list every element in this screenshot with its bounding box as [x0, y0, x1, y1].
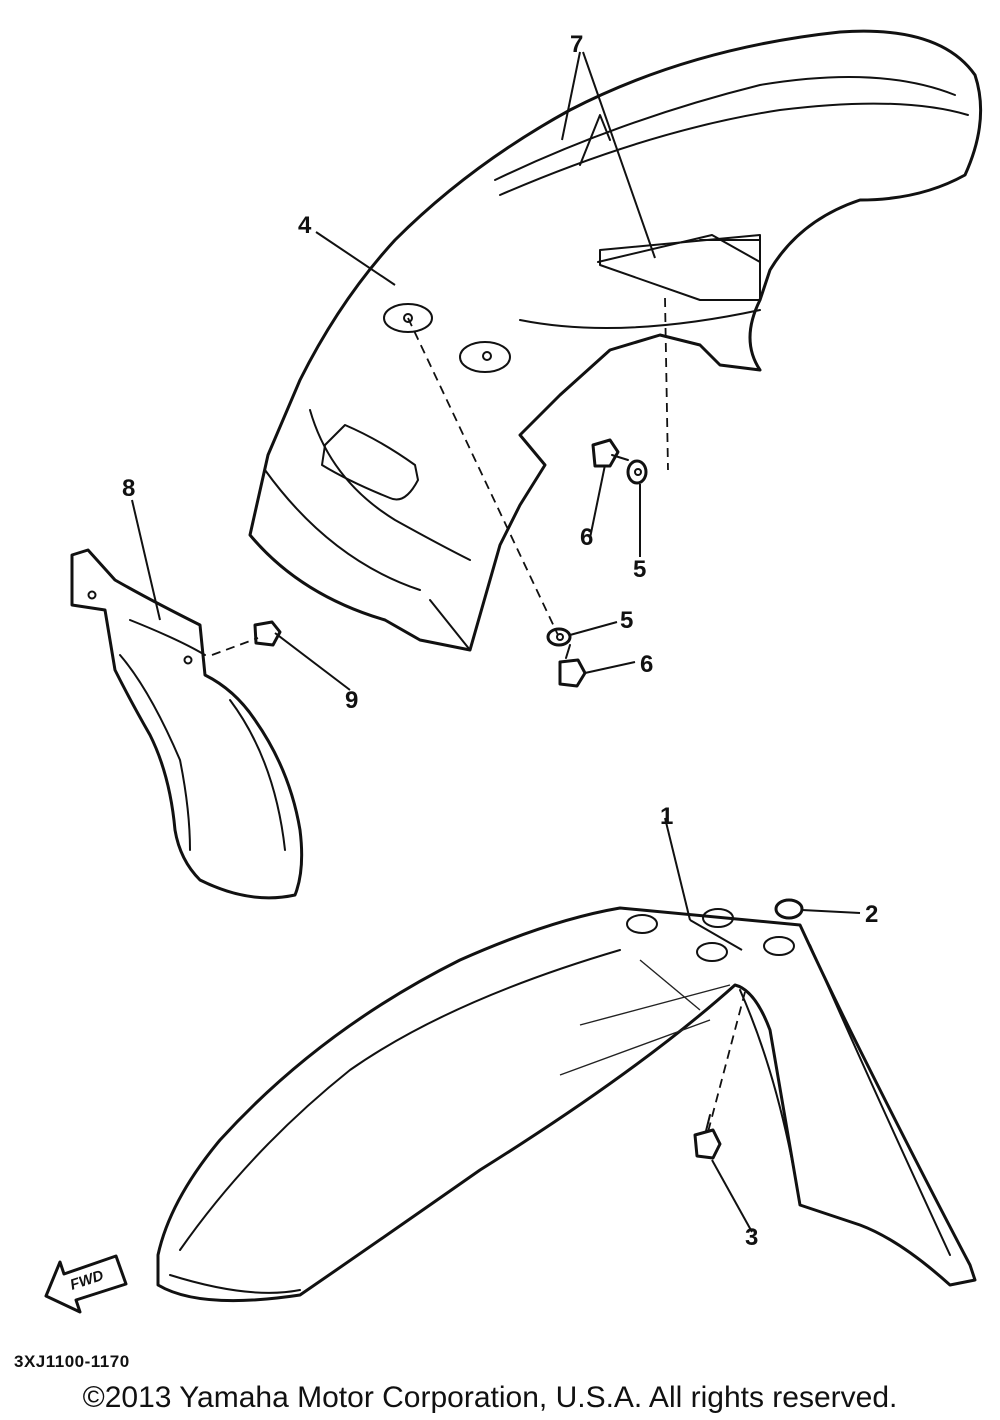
callout-6-upper: 6	[580, 524, 593, 551]
callout-7: 7	[570, 31, 583, 58]
callout-numbers: 1 2 3 4 5 5 6 6 7 8 9	[122, 31, 878, 1251]
bolt-6-lower	[558, 644, 587, 688]
washer-5-upper	[626, 459, 648, 485]
bolt-9	[253, 620, 282, 647]
mud-flap	[70, 548, 304, 900]
grommet-2	[774, 898, 804, 920]
callout-3: 3	[745, 1224, 758, 1251]
callout-9: 9	[345, 687, 358, 714]
callout-1: 1	[660, 803, 673, 830]
callout-8: 8	[122, 475, 135, 502]
washer-5-lower	[546, 627, 572, 647]
callout-2: 2	[865, 901, 878, 928]
diagram-code: 3XJ1100-1170	[14, 1352, 130, 1371]
callout-4: 4	[298, 212, 312, 239]
forward-direction-arrow: FWD	[44, 1254, 128, 1314]
leader-lines	[131, 51, 861, 1233]
rear-fender	[248, 29, 983, 652]
assembly-lines	[211, 297, 746, 1133]
bolt-6-upper	[591, 438, 629, 468]
callout-5-upper: 5	[633, 556, 646, 583]
decal-set	[597, 234, 761, 263]
callout-5-lower: 5	[620, 607, 633, 634]
copyright-notice: ©2013 Yamaha Motor Corporation, U.S.A. A…	[83, 1381, 898, 1414]
bolt-3	[693, 1114, 722, 1160]
callout-6-lower: 6	[640, 651, 653, 678]
front-fender	[156, 906, 977, 1303]
